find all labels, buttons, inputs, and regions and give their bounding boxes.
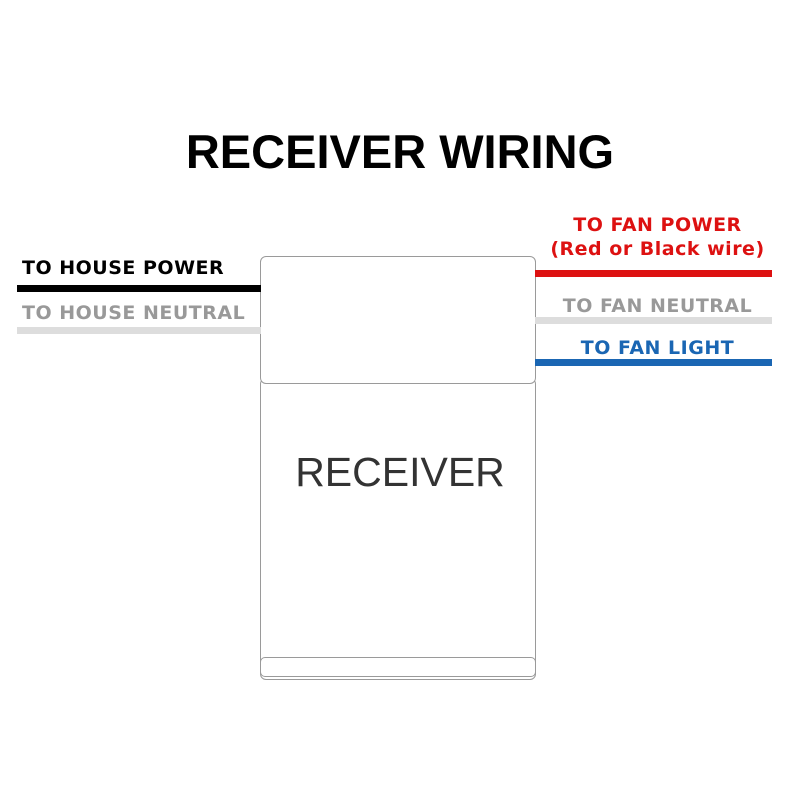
house-neutral-label: TO HOUSE NEUTRAL <box>22 302 246 324</box>
house-neutral-wire <box>17 327 261 334</box>
fan-neutral-wire <box>535 317 772 324</box>
fan-power-label: TO FAN POWER (Red or Black wire) <box>535 214 780 260</box>
diagram-title: RECEIVER WIRING <box>185 125 615 178</box>
receiver-body <box>260 378 536 680</box>
fan-power-label-line2: (Red or Black wire) <box>550 238 765 260</box>
fan-light-wire <box>535 359 772 366</box>
fan-power-wire <box>535 270 772 277</box>
receiver-top-cap <box>260 256 536 384</box>
fan-power-label-line1: TO FAN POWER <box>573 214 742 236</box>
fan-light-label: TO FAN LIGHT <box>580 337 735 359</box>
house-power-label: TO HOUSE POWER <box>22 257 225 279</box>
receiver-label: RECEIVER <box>295 449 505 495</box>
house-power-wire <box>17 285 261 292</box>
receiver-bottom-cap <box>260 657 536 677</box>
fan-neutral-label: TO FAN NEUTRAL <box>562 295 753 317</box>
